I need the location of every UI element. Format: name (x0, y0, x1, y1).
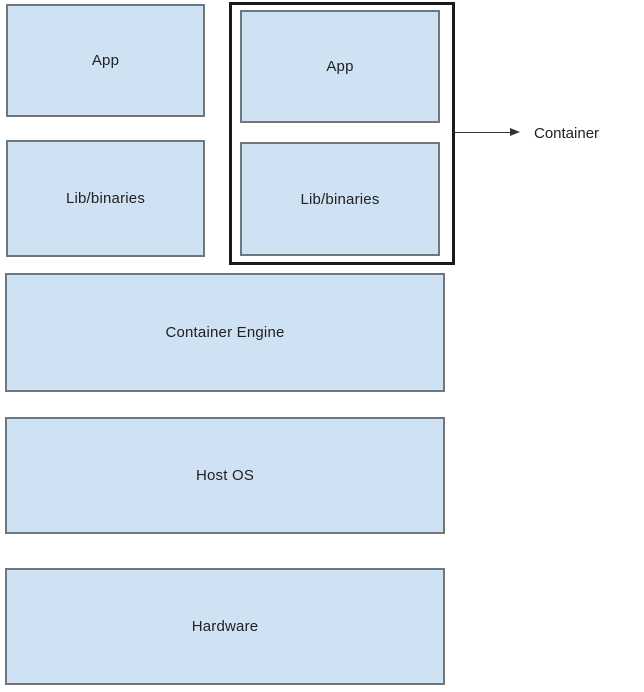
box-app-host: App (6, 4, 205, 117)
container-annotation-label: Container (534, 125, 600, 142)
box-host-os-label: Host OS (195, 467, 255, 484)
box-host-os: Host OS (5, 417, 445, 534)
container-arrow-head-icon (510, 128, 520, 136)
box-container-engine-label: Container Engine (165, 324, 285, 341)
box-app-container-label: App (326, 58, 354, 75)
box-lib-binaries-host-label: Lib/binaries (65, 190, 146, 207)
box-hardware-label: Hardware (191, 618, 259, 635)
container-arrow-line (455, 132, 512, 133)
box-app-host-label: App (91, 52, 120, 69)
box-container-engine: Container Engine (5, 273, 445, 392)
box-lib-binaries-host: Lib/binaries (6, 140, 205, 257)
box-app-container: App (240, 10, 440, 123)
box-hardware: Hardware (5, 568, 445, 685)
container-outline: App Lib/binaries (229, 2, 455, 265)
box-lib-binaries-container-label: Lib/binaries (300, 190, 380, 208)
box-lib-binaries-container: Lib/binaries (240, 142, 440, 256)
